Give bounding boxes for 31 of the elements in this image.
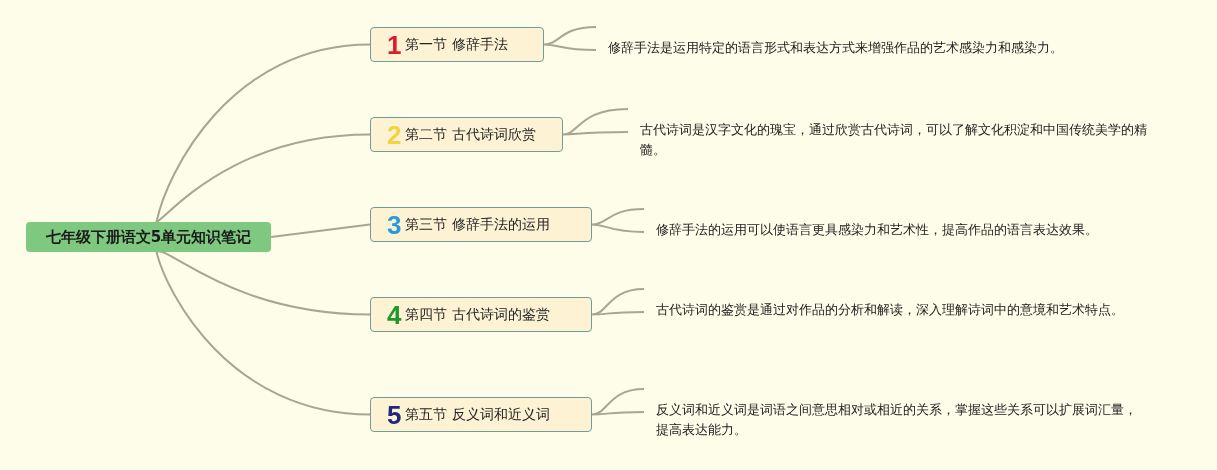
topic-box: [370, 297, 592, 332]
topic-box: [370, 397, 592, 432]
root-title: 七年级下册语文5单元知识笔记: [45, 226, 252, 248]
topic-box: [370, 27, 544, 62]
connector-line: [562, 108, 629, 136]
detail-text: 古代诗词的鉴赏是通过对作品的分析和解读，深入理解诗词中的意境和艺术特点。: [656, 301, 1125, 319]
connector-line: [155, 43, 371, 223]
detail-text: 修辞手法的运用可以使语言更具感染力和艺术性，提高作品的语言表达效果。: [656, 221, 1099, 239]
connector-line: [591, 388, 645, 416]
number-marker: 1: [387, 31, 402, 58]
detail-text: 反义词和近义词是词语之间意思相对或相近的关系，掌握这些关系可以扩展词汇量，提高表达能力。: [656, 401, 1138, 439]
detail-text: 修辞手法是运用特定的语言形式和表达方式来增强作品的艺术感染力和感染力。: [608, 39, 1064, 57]
connector-line: [543, 26, 597, 51]
topic-title: 第三节 修辞手法的运用: [405, 215, 550, 234]
connector-line: [591, 288, 645, 316]
connector-line: [270, 223, 371, 238]
connector-line: [155, 133, 371, 223]
topic-title: 第一节 修辞手法: [405, 35, 508, 54]
connector-line: [591, 208, 645, 233]
topic-box: [370, 117, 563, 152]
root-topic-box: [26, 222, 271, 252]
topic-box: [370, 207, 592, 242]
number-marker: 4: [387, 301, 402, 328]
number-marker: 3: [387, 211, 402, 238]
topic-title: 第四节 古代诗词的鉴赏: [405, 305, 550, 324]
topic-title: 第二节 古代诗词欣赏: [405, 125, 536, 144]
detail-text: 古代诗词是汉字文化的瑰宝，通过欣赏古代诗词，可以了解文化积淀和中国传统美学的精髓。: [640, 121, 1148, 159]
topic-title: 第五节 反义词和近义词: [405, 405, 550, 424]
connector-line: [155, 251, 371, 416]
number-marker: 2: [387, 121, 402, 148]
number-marker: 5: [387, 401, 402, 428]
